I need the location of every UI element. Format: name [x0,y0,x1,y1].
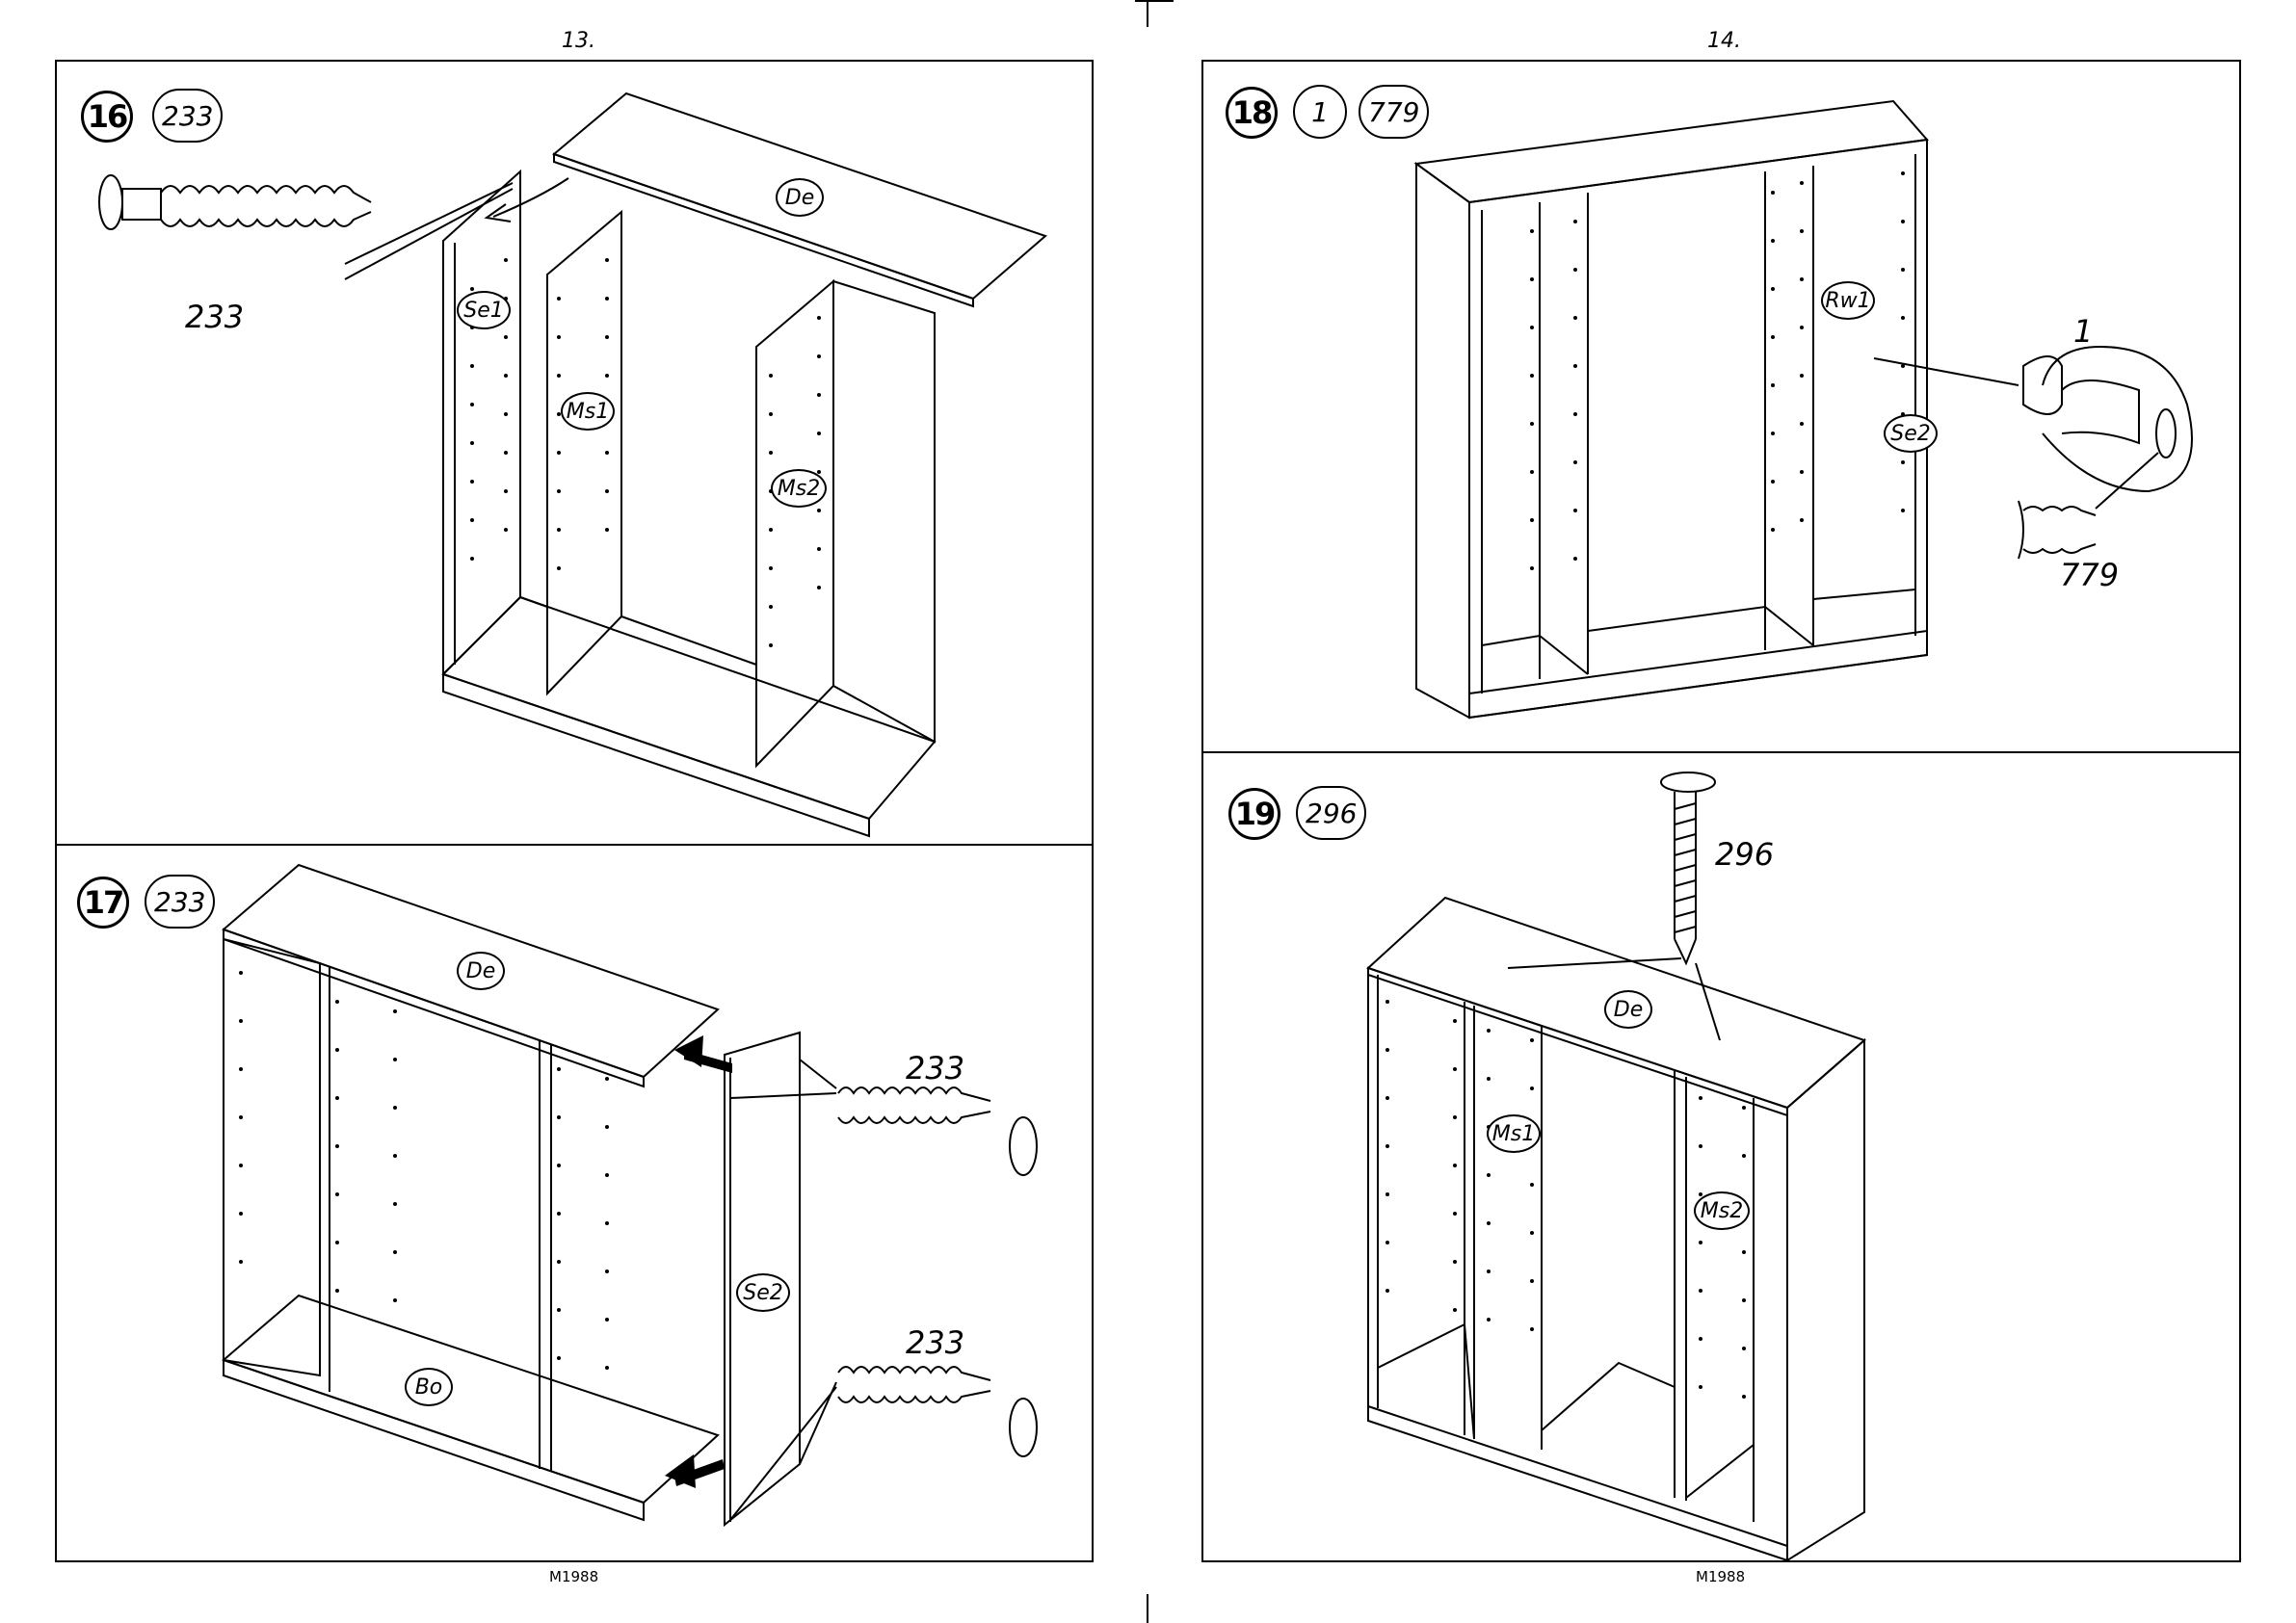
panel-label: Rw1 [1821,281,1875,320]
part-number-badge: 233 [152,89,223,143]
dots-19 [1386,1000,1746,1399]
panel-label: De [457,952,505,990]
step-number-badge: 16 [81,91,133,143]
part-callout: 779 [2060,557,2119,593]
part-number-badge: 296 [1296,786,1366,840]
panel-label: Se1 [457,291,511,329]
panel-label: Se2 [1884,414,1938,453]
panel-label: Ms2 [1694,1191,1750,1230]
part-callout: 1 [2073,313,2093,350]
model-code-right: M1988 [1696,1568,1745,1585]
step17-cabinet [224,865,800,1525]
shelf-hole-dots [239,171,1905,1399]
panel-label: De [1604,990,1652,1029]
step16-cabinet [345,93,1045,836]
panel-label: De [776,178,824,217]
panel-label: Bo [405,1368,453,1406]
panel-label: Ms1 [1487,1114,1541,1153]
step18-connector [1874,347,2192,559]
part-number-badge: 233 [145,875,215,929]
step18-cabinet [1416,101,1927,718]
part-callout: 233 [906,1324,964,1361]
part-number-badge: 1 [1293,85,1347,139]
step-number-badge: 18 [1226,87,1278,139]
panel-label: Ms2 [771,469,827,508]
step16-dowel [99,175,371,229]
part-callout: 233 [906,1050,964,1086]
part-number-badge: 779 [1359,85,1429,139]
part-callout: 233 [185,299,244,335]
model-code-left: M1988 [549,1568,598,1585]
part-callout: 296 [1715,836,1774,873]
dots-17 [239,971,609,1370]
panel-label: Se2 [736,1273,790,1312]
step-number-badge: 17 [77,877,129,929]
panel-label: Ms1 [561,392,615,431]
step-number-badge: 19 [1228,788,1280,840]
dots-18 [1530,171,1905,570]
